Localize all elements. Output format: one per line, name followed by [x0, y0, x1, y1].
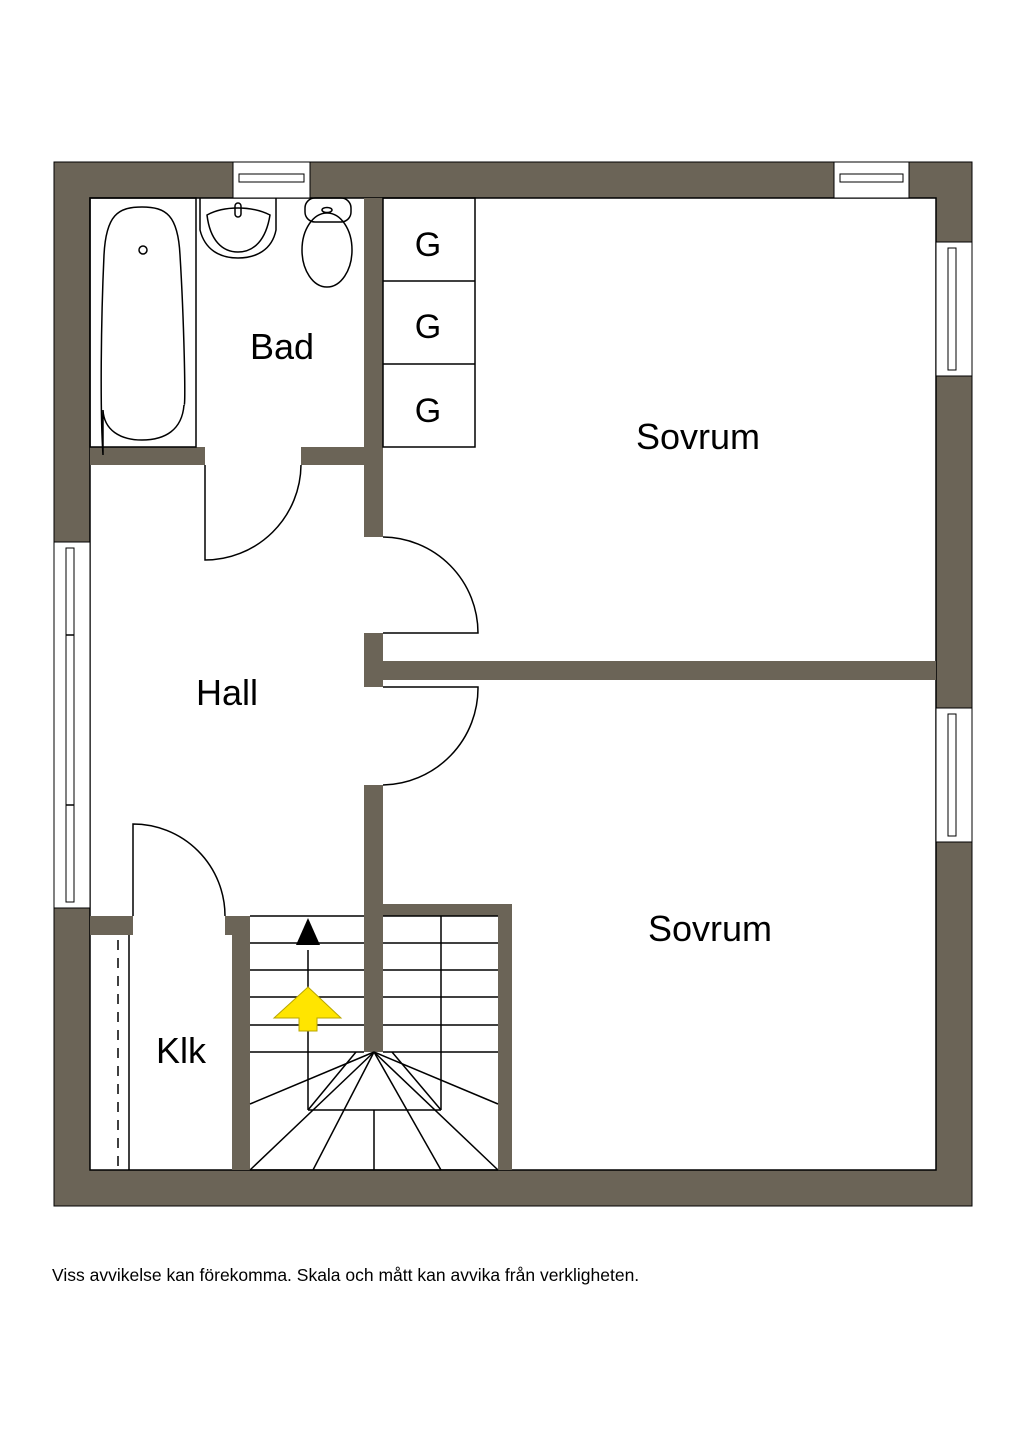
door-bedroom-upper[interactable]: [382, 536, 479, 634]
staircase: [249, 915, 499, 1171]
disclaimer: Viss avvikelse kan förekomma. Skala och …: [52, 1265, 640, 1285]
walls: [53, 161, 973, 1207]
window-right-upper: [935, 241, 973, 377]
window-top-bath: [232, 161, 311, 199]
interior: [89, 197, 937, 1171]
windows: [53, 161, 973, 909]
sink-icon: [199, 198, 277, 259]
window-right-lower: [935, 707, 973, 843]
doors: [132, 464, 479, 917]
stair-winder: [373, 1051, 499, 1171]
room-label-sovrum-lower: Sovrum: [648, 908, 772, 949]
wardrobe-label: G: [415, 392, 441, 430]
wardrobes: [382, 197, 476, 448]
toilet-tank-icon: [304, 197, 352, 223]
wall: [383, 661, 936, 680]
room-label-hall: Hall: [196, 672, 258, 713]
stair-winder: [249, 1051, 375, 1171]
wall: [364, 198, 383, 537]
wall: [90, 447, 205, 465]
stair-winder: [391, 1051, 442, 1111]
wardrobe-label: G: [415, 226, 441, 264]
drain-icon: [138, 245, 148, 255]
wall: [232, 916, 250, 1170]
bathtub-frame: [89, 197, 197, 448]
room-label-klk: Klk: [156, 1030, 207, 1071]
wall: [498, 904, 512, 1170]
wardrobe-label: G: [415, 308, 441, 346]
stair-winder: [312, 1051, 375, 1171]
wall: [364, 633, 383, 687]
room-label-sovrum-upper: Sovrum: [636, 416, 760, 457]
stair-winder: [249, 1051, 375, 1105]
arrow-up-icon: [296, 918, 320, 945]
stair-winder: [307, 1051, 357, 1111]
wall: [383, 904, 512, 916]
bathtub-icon: [100, 206, 186, 456]
door-bathroom[interactable]: [204, 464, 302, 561]
wall: [364, 785, 383, 1052]
wall: [301, 447, 383, 465]
room-label-bad: Bad: [250, 326, 314, 367]
stair-winder: [373, 1051, 442, 1171]
bathroom-fixtures: [89, 197, 353, 456]
stair-winder: [373, 1051, 499, 1105]
door-closet[interactable]: [132, 823, 226, 917]
yellow-arrow-icon: [272, 986, 343, 1032]
door-bedroom-lower[interactable]: [382, 686, 479, 786]
window-top-bedroom: [833, 161, 910, 199]
window-left-hall: [53, 541, 91, 909]
wall: [90, 916, 133, 935]
